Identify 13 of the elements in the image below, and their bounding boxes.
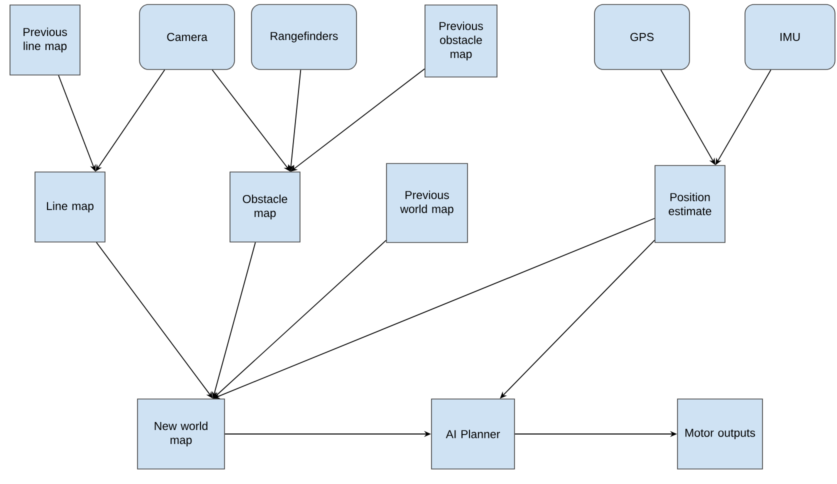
process-box: Previous obstacle map: [424, 4, 498, 78]
rounded-box: IMU: [744, 4, 836, 70]
process-box: Motor outputs: [677, 398, 763, 470]
process-box: Position estimate: [654, 165, 726, 243]
process-box: AI Planner: [431, 398, 515, 470]
rounded-box: GPS: [594, 4, 690, 70]
rounded-box: Camera: [139, 4, 235, 70]
rounded-box: Rangefinders: [251, 4, 357, 70]
process-box: Previous world map: [386, 163, 468, 243]
process-box: Line map: [34, 172, 106, 242]
process-box: New world map: [137, 398, 225, 470]
process-box: Previous line map: [10, 4, 80, 76]
process-box: Obstacle map: [230, 172, 300, 242]
